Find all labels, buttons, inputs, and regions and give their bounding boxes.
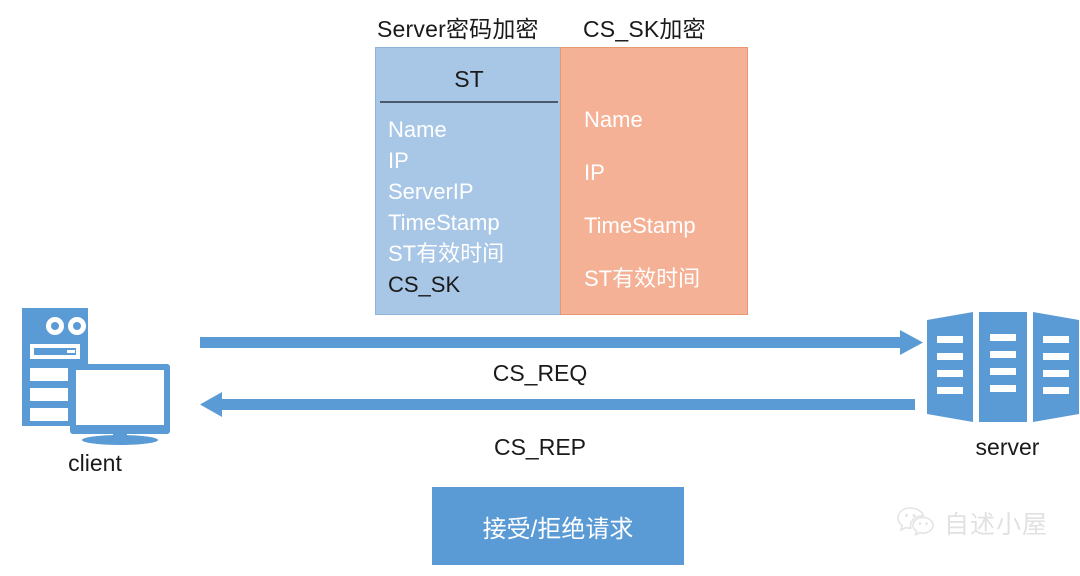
server-icon	[925, 310, 1080, 435]
cs-rep-label: CS_REP	[493, 434, 587, 460]
watermark: 自述小屋	[897, 505, 1048, 541]
caption-cssk-encryption: CS_SK加密	[583, 16, 706, 42]
cssk-packet-box: Name IP TimeStamp ST有效时间	[560, 47, 748, 315]
cssk-field: IP	[584, 160, 605, 185]
st-field: Name	[388, 117, 447, 142]
st-field: ST有效时间	[388, 241, 505, 266]
wechat-icon	[897, 506, 935, 541]
cssk-packet-field-list: Name IP TimeStamp ST有效时间	[584, 93, 700, 305]
cssk-field: Name	[584, 107, 643, 132]
st-field: CS_SK	[388, 272, 461, 297]
caption-st-encryption: Server密码加密	[377, 16, 539, 42]
server-label: server	[975, 434, 1040, 460]
st-packet-box: ST Name IP ServerIP TimeStamp ST有效时间 CS_…	[375, 47, 561, 315]
cs-req-label: CS_REQ	[492, 360, 588, 386]
st-field: ServerIP	[388, 179, 474, 204]
st-field: IP	[388, 148, 409, 173]
cssk-field: ST有效时间	[584, 266, 701, 291]
decision-label: 接受/拒绝请求	[482, 515, 634, 543]
client-icon	[18, 306, 178, 451]
st-packet-field-list: Name IP ServerIP TimeStamp ST有效时间 CS_SK	[388, 114, 504, 300]
cs-rep-arrow	[200, 392, 915, 417]
cs-req-arrow	[200, 330, 923, 355]
st-packet-divider	[380, 101, 558, 103]
cssk-field: TimeStamp	[584, 213, 696, 238]
watermark-text: 自述小屋	[944, 511, 1049, 539]
st-field: TimeStamp	[388, 210, 500, 235]
st-packet-title: ST	[454, 66, 484, 92]
decision-box: 接受/拒绝请求	[432, 487, 684, 565]
client-label: client	[68, 450, 122, 476]
